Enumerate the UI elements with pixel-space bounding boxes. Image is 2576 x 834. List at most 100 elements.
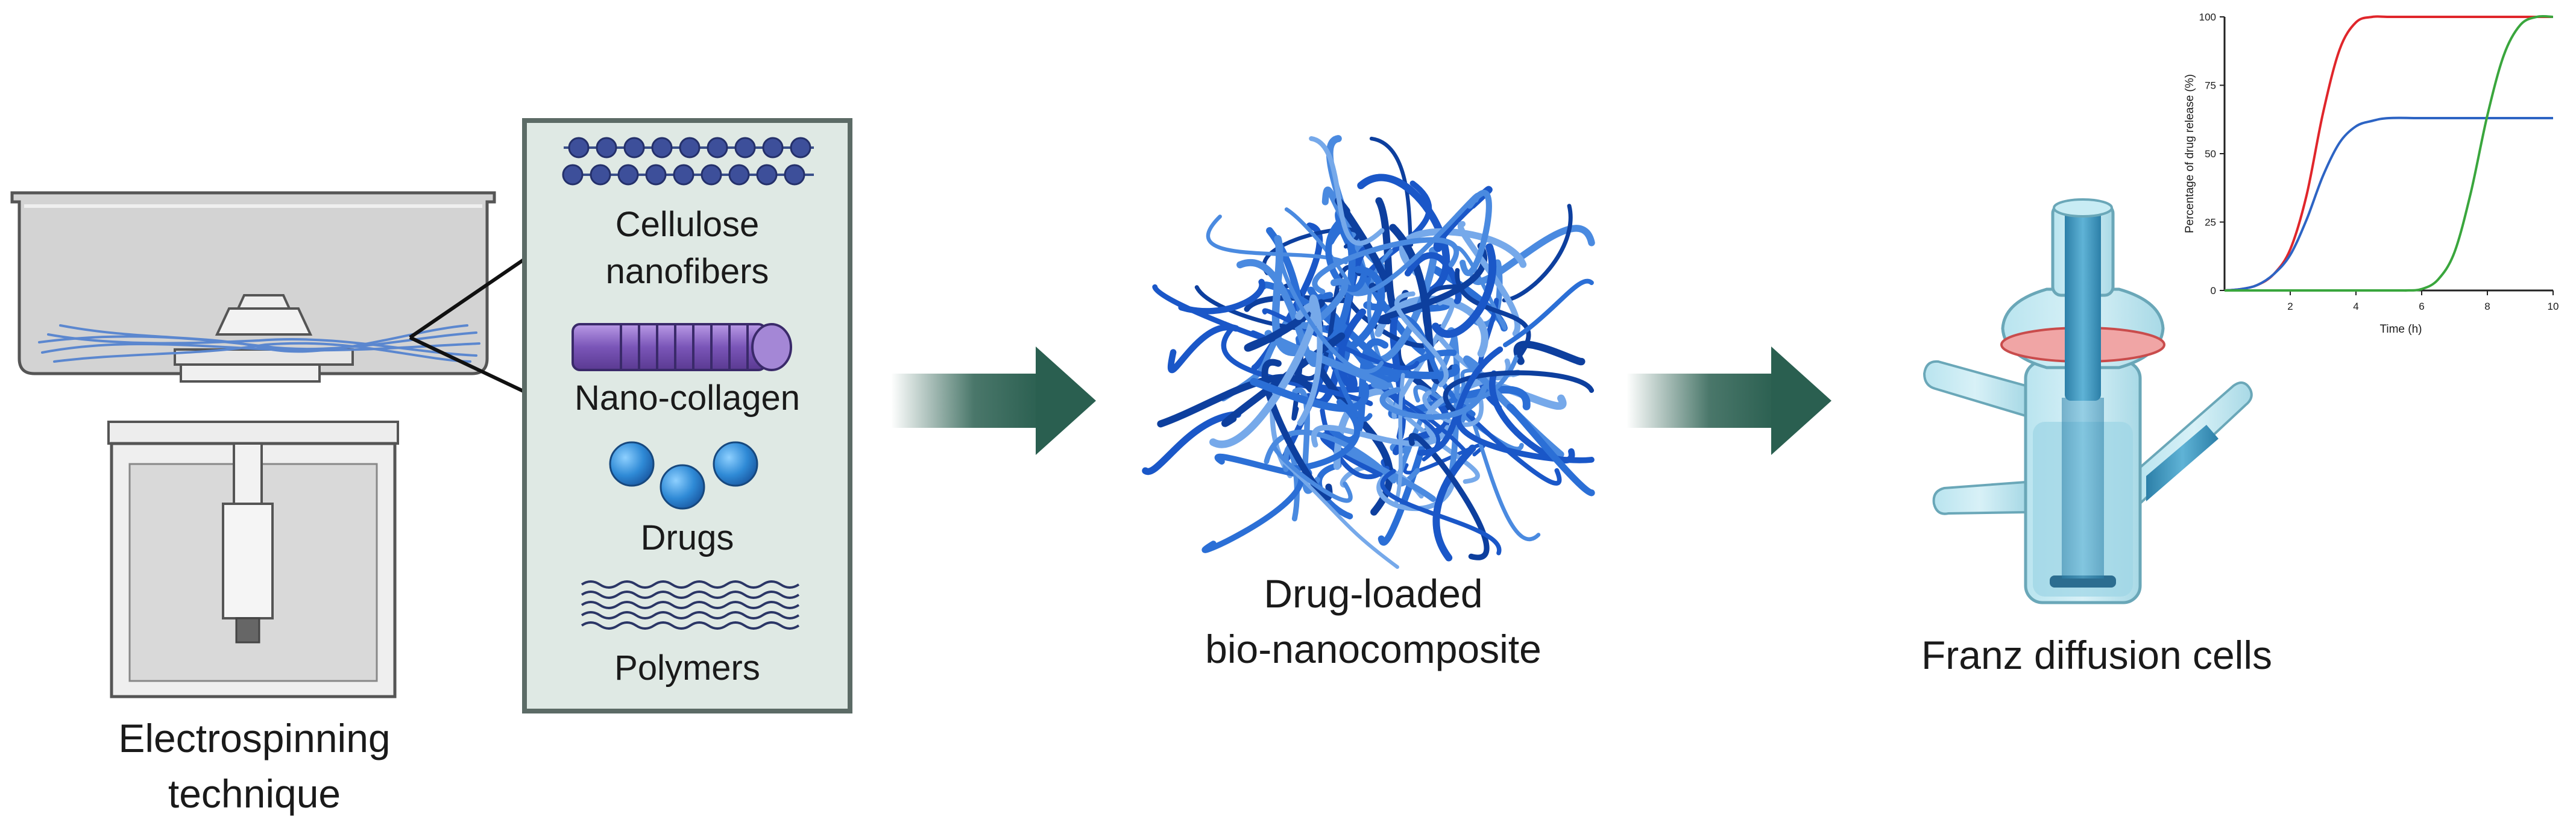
nanofiber-strand [1201,474,1305,553]
x-tick-label: 4 [2353,301,2358,312]
nanofiber-strand [1278,248,1384,374]
nanofiber-mesh [1142,135,1595,569]
franz-diffusion-cell: Franz diffusion cells [1921,198,2272,677]
electrospinning-apparatus: Electrospinning technique [10,191,526,816]
electrospinning-label-2: technique [168,771,341,816]
cellulose-bead [673,164,694,186]
sampling-arm-right-fluid [2146,425,2219,501]
cellulose-bead [790,137,811,158]
nanofiber-strand [1422,284,1458,339]
electrospinning-label-1: Electrospinning [118,716,390,760]
receptor-stem [2062,398,2104,578]
stand-top [107,421,399,445]
nanofiber-strand [1422,390,1484,427]
cellulose-bead [762,137,784,158]
nanofiber-strand [1460,190,1492,277]
y-tick-label: 50 [2205,148,2216,160]
spinneret-top [236,294,292,310]
nanofiber-strand [1309,136,1385,246]
cellulose-bead [568,137,590,158]
cellulose-bead [651,137,673,158]
sampling-arm-left-bottom [1932,480,2027,515]
cellulose-bead [734,137,756,158]
nanofiber-strand [1283,445,1300,522]
nanofiber-strand [1236,259,1322,368]
x-tick-label: 8 [2484,301,2490,312]
franz-label: Franz diffusion cells [1921,633,2272,677]
spinneret-base [180,363,321,383]
nanofiber-strand [1250,378,1369,412]
cellulose-bead [623,137,645,158]
y-axis-label: Percentage of drug release (%) [2184,74,2196,233]
collector-bowl [10,191,496,375]
nanofiber-strand [1502,204,1573,303]
nanofiber-strand [1394,291,1449,387]
y-tick-label: 75 [2205,80,2216,92]
drugs-label: Drugs [641,518,734,557]
nanofiber-strand [1167,324,1239,374]
nanofiber-strand [1337,308,1367,390]
nanofiber-strand [1311,424,1450,448]
nanofiber-strand [1408,433,1490,560]
zoom-line-bottom [409,336,526,393]
cellulose-label-1: Cellulose [616,205,760,244]
nanofiber-strand [1380,469,1502,556]
x-tick-label: 10 [2548,301,2559,312]
release-curve-2 [2224,116,2553,292]
cellulose-bead [617,164,639,186]
composite-label-1: Drug-loaded [1264,571,1482,616]
cellulose-bead [645,164,667,186]
zoom-line-top [409,257,526,339]
nanofiber-strand [1394,372,1405,507]
y-tick-label: 0 [2211,285,2216,296]
donor-opening [2053,198,2113,218]
nanofiber-strand [1455,407,1595,463]
nanofiber-strand [1357,174,1450,297]
nanofiber-strand [1178,278,1265,315]
cellulose-bead [701,164,722,186]
nanofiber-strand [1261,359,1333,501]
cellulose-bead [562,164,584,186]
nanofiber-strand [1318,225,1356,347]
nanofiber-strand [1404,252,1462,304]
process-arrow-2 [1627,346,1831,455]
x-axis-label: Time (h) [2379,323,2422,336]
nanofiber-strand [1431,243,1497,338]
nanofiber-strand [1507,404,1595,497]
drug-loaded-composite: Drug-loaded bio-nanocomposite [1142,135,1595,671]
nanofiber-strand [1343,448,1437,502]
nanofiber-strand [1318,266,1385,354]
nanofiber-strand [1262,227,1361,275]
sampling-arm-left-top [1923,360,2027,418]
cellulose-bead [756,164,778,186]
nanofiber-strand [1271,442,1353,503]
cellulose-label-2: nanofibers [606,252,769,291]
polymer-chain [581,611,800,619]
drug-particles-icon [609,441,758,510]
nanofiber-strand [1513,340,1586,366]
nanofiber-strand [1376,473,1456,512]
nanofiber-strand [1157,374,1315,428]
components-panel-box [522,118,852,713]
motor-body [222,503,274,619]
spun-fibers [38,324,480,363]
nano-collagen-label: Nano-collagen [575,378,800,418]
cellulose-bead [784,164,805,186]
spinneret-neck [215,307,313,336]
nanofiber-strand [1443,370,1595,415]
nanofiber-strand [1289,265,1362,381]
nanofiber-strand [1432,444,1476,562]
donor-tube [2065,208,2101,401]
motor-tip [235,617,260,644]
nanofiber-strand [1379,385,1487,420]
x-tick-label: 2 [2287,301,2293,312]
nanofiber-strand [1455,268,1531,359]
polymer-chain [581,621,800,630]
nanofiber-strand [1466,412,1562,486]
polymer-chains-icon [581,580,800,630]
x-tick-label: 6 [2419,301,2424,312]
y-tick-label: 100 [2199,11,2216,23]
release-curve-3 [2225,14,2554,292]
polymers-label: Polymers [614,648,760,688]
